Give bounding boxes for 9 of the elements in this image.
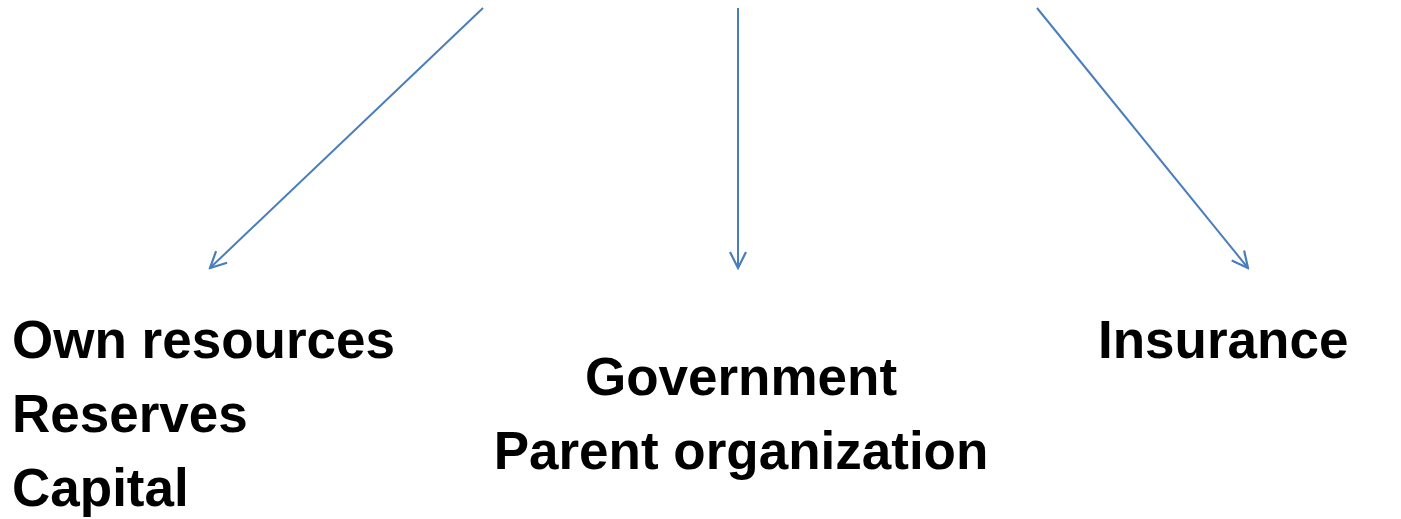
node-label: Government xyxy=(584,346,898,408)
node-label: Parent organization xyxy=(493,420,989,482)
node-label: Own resources xyxy=(12,309,395,371)
node-label: Reserves xyxy=(12,383,248,445)
arrow xyxy=(728,7,748,270)
node-label: Insurance xyxy=(1098,309,1349,371)
arrow xyxy=(1036,7,1250,270)
arrow xyxy=(208,7,484,270)
node-label: Capital xyxy=(12,457,189,519)
